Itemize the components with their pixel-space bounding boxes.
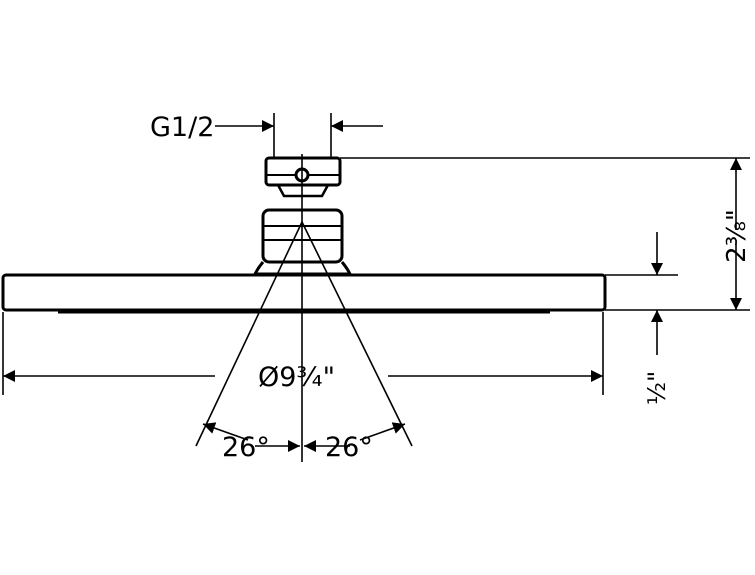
diameter-dimension bbox=[2, 312, 604, 395]
thread-size-label: G1/2 bbox=[150, 112, 214, 143]
total-height-label: 2⅜" bbox=[722, 209, 752, 263]
height-dimension bbox=[340, 157, 750, 311]
head-thickness-label: ½" bbox=[643, 371, 671, 405]
diameter-label: Ø9¾" bbox=[258, 362, 335, 393]
spray-angle-dimension bbox=[202, 422, 406, 452]
thickness-dimension bbox=[605, 232, 678, 355]
ball-joint-neck bbox=[276, 184, 330, 198]
spray-line-right bbox=[301, 221, 413, 447]
connector-nut bbox=[264, 156, 342, 187]
spray-angle-right-label: 26° bbox=[325, 432, 373, 463]
spray-pattern bbox=[195, 154, 413, 462]
spray-line-left bbox=[195, 221, 303, 447]
shower-plate bbox=[1, 273, 607, 312]
thread-dimension bbox=[215, 113, 383, 158]
shower-head-outline bbox=[1, 156, 607, 314]
spray-angle-left-label: 26° bbox=[222, 432, 270, 463]
